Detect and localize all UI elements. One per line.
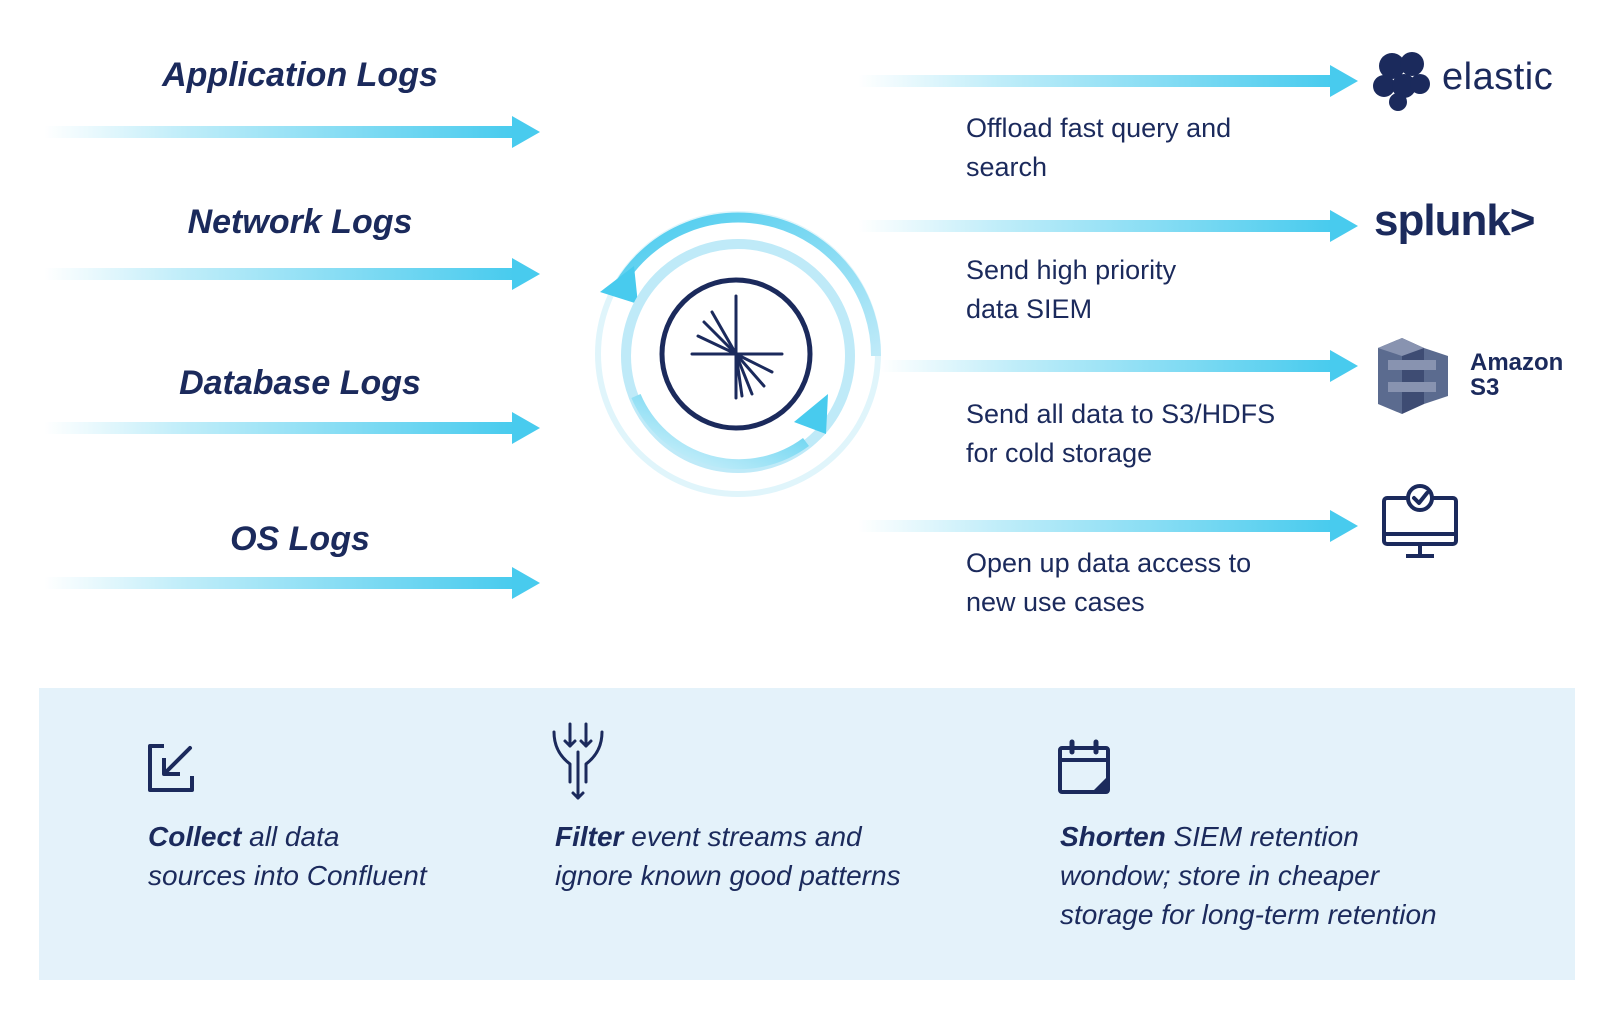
s3-wordmark: S3 bbox=[1470, 374, 1500, 401]
feature-filter-bold: Filter bbox=[555, 821, 624, 852]
feature-collect-text: Collect all data sources into Confluent bbox=[148, 817, 427, 895]
confluent-logo-icon bbox=[659, 277, 813, 431]
elastic-mark-icon bbox=[1373, 52, 1430, 111]
s3-bucket-icon bbox=[1378, 338, 1448, 414]
amazon-wordmark: Amazon bbox=[1470, 349, 1564, 376]
dest-arrow-splunk bbox=[858, 210, 1358, 242]
features-panel bbox=[39, 688, 1575, 980]
calendar-icon bbox=[1058, 739, 1110, 794]
dest-text-line: Open up data access to bbox=[966, 548, 1252, 578]
source-arrow-os bbox=[44, 567, 540, 599]
dest-arrow-s3 bbox=[880, 350, 1358, 382]
dest-text-line: search bbox=[966, 152, 1048, 182]
feature-filter-text: Filter event streams and ignore known go… bbox=[555, 817, 901, 895]
feature-filter-line-1: Filter event streams and bbox=[555, 817, 901, 856]
source-label-database-logs: Database Logs bbox=[179, 364, 421, 402]
collect-arrow-icon bbox=[148, 744, 194, 792]
dest-text-s3: Send all data to S3/HDFS for cold storag… bbox=[966, 395, 1326, 473]
dest-text-line: Send high priority bbox=[966, 255, 1177, 285]
source-label-network-logs: Network Logs bbox=[187, 203, 413, 241]
source-arrow-application bbox=[44, 116, 540, 148]
dest-text-line: data SIEM bbox=[966, 294, 1093, 324]
dest-text-monitor: Open up data access to new use cases bbox=[966, 544, 1326, 622]
feature-shorten-line-3: storage for long-term retention bbox=[1060, 899, 1437, 930]
feature-filter-rest: event streams and bbox=[623, 821, 862, 852]
feature-shorten-rest: SIEM retention bbox=[1165, 821, 1359, 852]
dest-text-line: Send all data to S3/HDFS bbox=[966, 399, 1276, 429]
cycle-arrows-icon bbox=[595, 211, 882, 497]
feature-shorten-bold: Shorten bbox=[1060, 821, 1166, 852]
source-label-application-logs: Application Logs bbox=[162, 56, 438, 94]
dest-text-line: for cold storage bbox=[966, 438, 1153, 468]
dest-arrow-monitor bbox=[858, 510, 1358, 542]
dest-arrow-elastic bbox=[858, 65, 1358, 97]
feature-collect-line-2: sources into Confluent bbox=[148, 860, 427, 891]
feature-filter-line-2: ignore known good patterns bbox=[555, 860, 901, 891]
dest-text-line: new use cases bbox=[966, 587, 1145, 617]
splunk-logo: splunk> bbox=[1374, 196, 1535, 245]
feature-collect-bold: Collect bbox=[148, 821, 242, 852]
elastic-wordmark: elastic bbox=[1442, 56, 1554, 98]
dest-text-elastic: Offload fast query and search bbox=[966, 109, 1326, 187]
feature-collect-line-1: Collect all data bbox=[148, 817, 427, 856]
filter-funnel-icon bbox=[552, 722, 604, 800]
source-arrow-network bbox=[44, 258, 540, 290]
feature-shorten-line-2: wondow; store in cheaper bbox=[1060, 860, 1380, 891]
feature-shorten-text: Shorten SIEM retention wondow; store in … bbox=[1060, 817, 1437, 934]
dest-text-line: Offload fast query and bbox=[966, 113, 1232, 143]
monitor-check-icon bbox=[1382, 484, 1458, 558]
source-arrow-database bbox=[44, 412, 540, 444]
source-label-os-logs: OS Logs bbox=[230, 520, 370, 558]
feature-shorten-line-1: Shorten SIEM retention bbox=[1060, 817, 1437, 856]
dest-text-splunk: Send high priority data SIEM bbox=[966, 251, 1326, 329]
feature-collect-rest: all data bbox=[241, 821, 340, 852]
